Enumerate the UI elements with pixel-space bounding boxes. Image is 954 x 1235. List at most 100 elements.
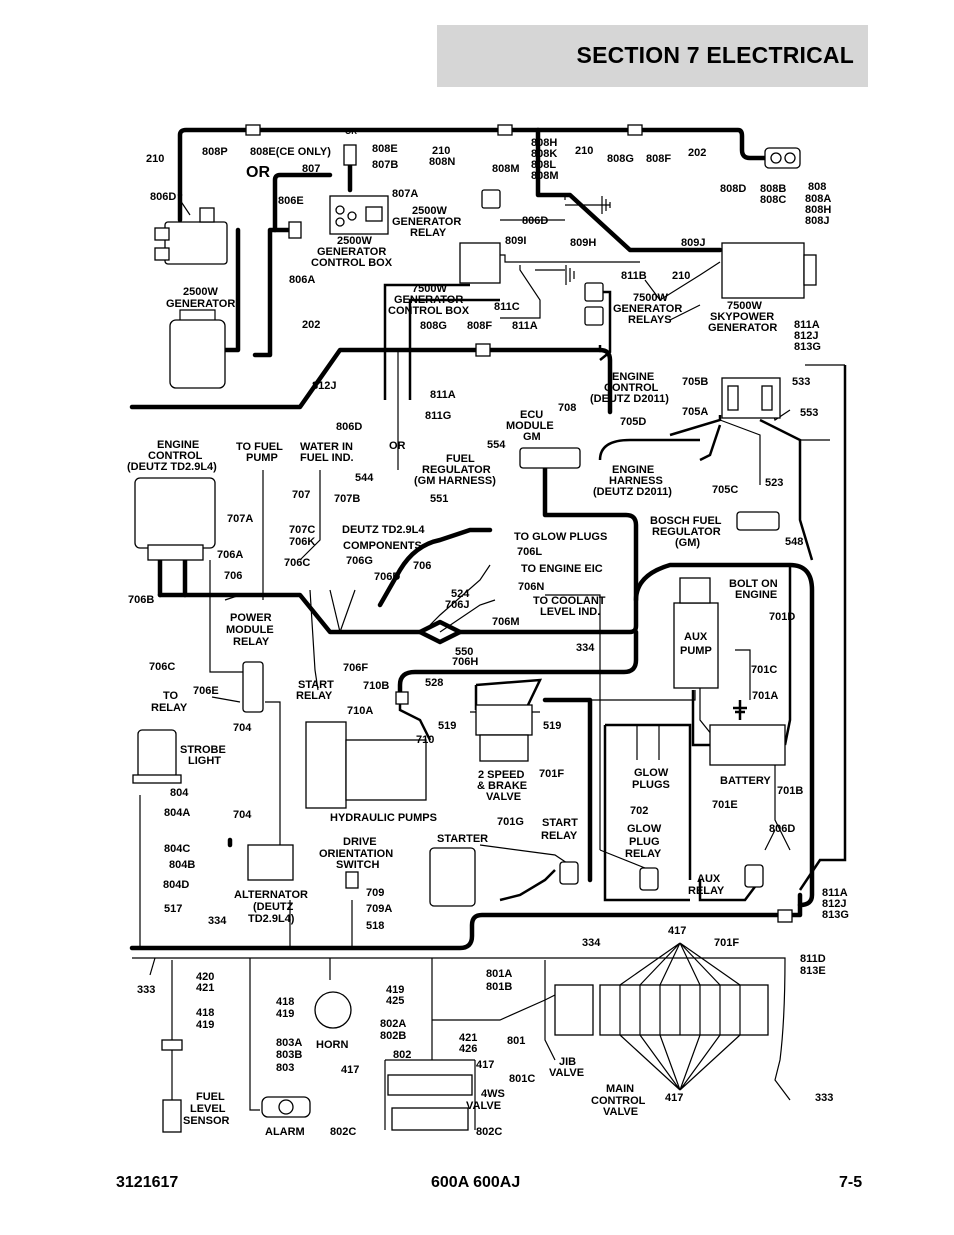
label-l808k: 808K <box>531 148 557 160</box>
label-l553: 553 <box>800 407 818 419</box>
label-l808m: 808M <box>492 163 520 175</box>
label-l809i: 809I <box>505 235 526 247</box>
generator-relay-2500w <box>481 189 501 209</box>
aux-pump <box>673 602 719 689</box>
label-l418b: 418 <box>276 996 294 1008</box>
label-l804b: 804B <box>169 859 195 871</box>
label-sky-2: SKYPOWER <box>710 311 774 323</box>
label-l418: 418 <box>196 1007 214 1019</box>
drive-orientation-switch <box>345 871 359 889</box>
label-l701d: 701D <box>769 611 795 623</box>
label-alarm: ALARM <box>265 1126 305 1138</box>
label-l808f2: 808F <box>467 320 492 332</box>
label-l813g-b: 813G <box>822 909 849 921</box>
label-l701e: 701E <box>712 799 738 811</box>
label-gr7-1: 7500W <box>633 292 668 304</box>
label-pmr-2: MODULE <box>226 624 274 636</box>
label-sr2-2: RELAY <box>541 830 578 842</box>
label-fr-2: REGULATOR <box>422 464 491 476</box>
label-l811c: 811C <box>494 301 520 313</box>
generator-control-box-7500w <box>459 242 501 284</box>
label-l808g2: 808G <box>420 320 447 332</box>
label-eh-3: (DEUTZ D2011) <box>593 486 672 498</box>
label-gen-relay-2: GENERATOR <box>392 216 461 228</box>
label-hp: HYDRAULIC PUMPS <box>330 812 437 824</box>
jib-valve <box>554 984 594 1036</box>
label-l524: 524 <box>451 588 470 600</box>
horn <box>314 991 352 1029</box>
label-l807b: 807B <box>372 159 398 171</box>
label-l811g: 811G <box>425 410 451 422</box>
label-l523: 523 <box>765 477 783 489</box>
label-gen-2: GENERATOR <box>166 298 235 310</box>
label-l333a: 333 <box>137 984 155 996</box>
label-l804: 804 <box>170 787 189 799</box>
ecu-module <box>519 447 581 469</box>
label-l706m: 706M <box>492 616 520 628</box>
label-wif-1: WATER IN <box>300 441 353 453</box>
label-l808a: 808A <box>805 193 831 205</box>
label-l706h: 706H <box>452 656 478 668</box>
label-l706: 706 <box>224 570 242 582</box>
label-sr2-1: START <box>542 817 578 829</box>
label-l802: 802 <box>393 1049 411 1061</box>
label-gcb-2: GENERATOR <box>317 246 386 258</box>
label-l806d-d: 806D <box>769 823 795 835</box>
label-l548: 548 <box>785 536 803 548</box>
label-l706b: 706B <box>128 594 154 606</box>
label-l801c: 801C <box>509 1073 535 1085</box>
four-ws-valve <box>387 1074 473 1096</box>
label-starter: STARTER <box>437 833 488 845</box>
label-l518: 518 <box>366 920 384 932</box>
label-l808l: 808L <box>531 159 556 171</box>
label-gen-relay-3: RELAY <box>410 227 447 239</box>
label-l802b: 802B <box>380 1030 406 1042</box>
label-teic: TO ENGINE EIC <box>521 563 603 575</box>
label-l421b: 421 <box>459 1032 477 1044</box>
label-l808m2: 808M <box>531 170 559 182</box>
generator-relay-7500w-b <box>584 306 604 326</box>
start-relay <box>559 861 579 885</box>
label-l811b: 811B <box>621 270 647 282</box>
label-eh-2: HARNESS <box>609 475 663 487</box>
wire-labels: OR 210 808P 808E(CE ONLY) 808E 807B 807 … <box>127 127 849 1138</box>
label-l812j: 812J <box>312 380 336 392</box>
doc-number: 3121617 <box>116 1174 179 1191</box>
label-l802c-a: 802C <box>330 1126 356 1138</box>
label-l808c: 808C <box>760 194 786 206</box>
label-ap-1: AUX <box>684 631 708 643</box>
label-l806d-b: 806D <box>522 215 548 227</box>
label-l802a: 802A <box>380 1018 406 1030</box>
label-tcl-1: TO COOLANT <box>533 595 606 607</box>
label-l808j: 808J <box>805 215 829 227</box>
two-speed-brake-valve <box>475 704 533 736</box>
label-l710a: 710A <box>347 705 373 717</box>
label-l811d: 811D <box>800 953 826 965</box>
label-ecu-3: GM <box>523 431 541 443</box>
label-l419b: 419 <box>276 1008 294 1020</box>
skypower-generator <box>721 242 805 299</box>
label-l803a: 803A <box>276 1037 302 1049</box>
label-gpr-2: PLUG <box>629 836 660 848</box>
label-dc-2: COMPONENTS <box>343 540 422 552</box>
label-or-big: OR <box>246 164 270 181</box>
label-ecu-2: MODULE <box>506 420 554 432</box>
label-pmr-3: RELAY <box>233 636 270 648</box>
engine-control-td29l4 <box>134 477 216 549</box>
label-dc-1: DEUTZ TD2.9L4 <box>342 524 425 536</box>
label-ec-2: CONTROL <box>604 382 659 394</box>
strobe-light <box>137 729 177 779</box>
label-fr-3: (GM HARNESS) <box>414 475 496 487</box>
label-l801b: 801B <box>486 981 512 993</box>
label-gen-1: 2500W <box>183 286 218 298</box>
label-dos-3: SWITCH <box>336 859 379 871</box>
label-fr-1: FUEL <box>446 453 475 465</box>
label-ecu-1: ECU <box>520 409 543 421</box>
label-l333b: 333 <box>815 1092 833 1104</box>
label-l803b: 803B <box>276 1049 302 1061</box>
label-l705b: 705B <box>682 376 708 388</box>
generator-relay-7500w-a <box>584 282 604 302</box>
label-l801: 801 <box>507 1035 525 1047</box>
label-l544: 544 <box>355 472 374 484</box>
